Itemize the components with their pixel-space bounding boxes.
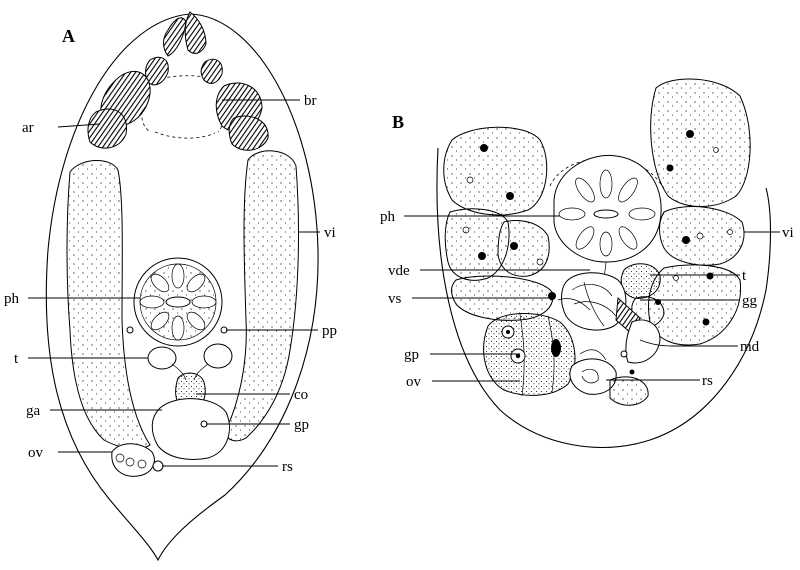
label-t-a: t <box>14 351 19 367</box>
body-outline-b <box>436 147 772 448</box>
testis-left <box>147 346 177 370</box>
seminal-receptacle-a <box>152 460 164 472</box>
label-ar: ar <box>22 120 34 136</box>
male-duct-b <box>639 339 671 347</box>
protonephridial-pores <box>126 326 228 334</box>
label-ov-a: ov <box>28 445 44 461</box>
genital-pore-b <box>620 350 628 358</box>
label-br: br <box>304 93 317 109</box>
leader-lines-a <box>28 99 320 467</box>
label-t-b: t <box>742 268 747 284</box>
vitellarium-left <box>66 160 151 450</box>
panel-a: A ar br vi ph pp t co ga gp ov rs <box>4 11 337 562</box>
seminal-receptacle-b <box>569 358 617 395</box>
vitellarium-right <box>225 150 299 442</box>
label-ov-b: ov <box>406 374 422 390</box>
label-md: md <box>740 339 760 355</box>
pharynx-b <box>549 154 663 281</box>
label-co: co <box>294 387 308 403</box>
genital-atrium <box>151 398 230 460</box>
testis-b <box>620 263 661 299</box>
label-ga: ga <box>26 403 41 419</box>
label-vde: vde <box>388 263 410 279</box>
label-gp-b: gp <box>404 347 419 363</box>
label-ph-a: ph <box>4 291 20 307</box>
panel-letter-a: A <box>62 26 75 46</box>
label-gg: gg <box>742 293 758 309</box>
adhesive-organ <box>87 11 269 151</box>
panel-letter-b: B <box>392 112 404 132</box>
pharynx-a <box>133 257 223 347</box>
panel-b: B ph vi vde t vs gg gp md ov rs <box>380 78 794 448</box>
leader-lines-b <box>404 215 780 382</box>
label-gp-a: gp <box>294 417 309 433</box>
label-vs: vs <box>388 291 402 307</box>
testis-right <box>203 343 233 369</box>
label-rs-a: rs <box>282 459 293 475</box>
ovary-a <box>111 443 155 477</box>
label-rs-b: rs <box>702 373 713 389</box>
label-vi-a: vi <box>324 225 336 241</box>
ovary-b <box>483 313 576 397</box>
label-ph-b: ph <box>380 209 396 225</box>
label-pp: pp <box>322 323 337 339</box>
label-vi-b: vi <box>782 225 794 241</box>
